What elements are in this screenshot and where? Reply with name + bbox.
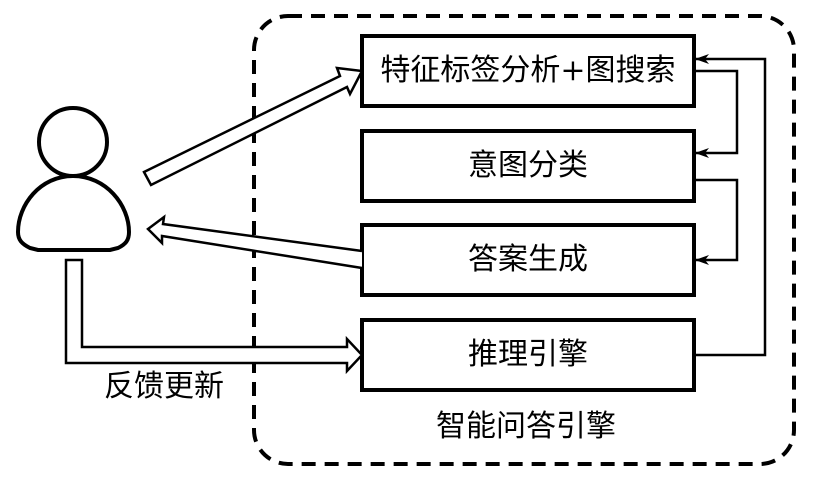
user-icon[interactable] (15, 106, 132, 252)
module-label-reasoning-engine: 推理引擎 (468, 337, 588, 372)
feedback-label: 反馈更新 (104, 369, 224, 404)
arrow-user-to-feature-analysis (142, 66, 364, 187)
container-label: 智能问答引擎 (436, 409, 616, 444)
module-label-feature-analysis: 特征标签分析+图搜索 (380, 53, 676, 88)
engine-container (252, 14, 796, 466)
arrow-answer-to-user (146, 214, 363, 270)
module-box-reasoning-engine[interactable] (360, 318, 696, 392)
module-box-intent-classification[interactable] (360, 129, 696, 203)
arrow-reasoning-to-feature (694, 54, 767, 357)
arrow-feedback-to-reasoning (64, 258, 364, 375)
module-label-answer-generation: 答案生成 (468, 242, 588, 277)
user-head (37, 106, 109, 178)
module-label-intent-classification: 意图分类 (468, 148, 588, 183)
arrow-feature-to-intent (694, 69, 739, 158)
user-body (15, 173, 132, 252)
arrow-intent-to-answer (694, 178, 739, 265)
module-box-feature-analysis[interactable] (360, 34, 696, 108)
